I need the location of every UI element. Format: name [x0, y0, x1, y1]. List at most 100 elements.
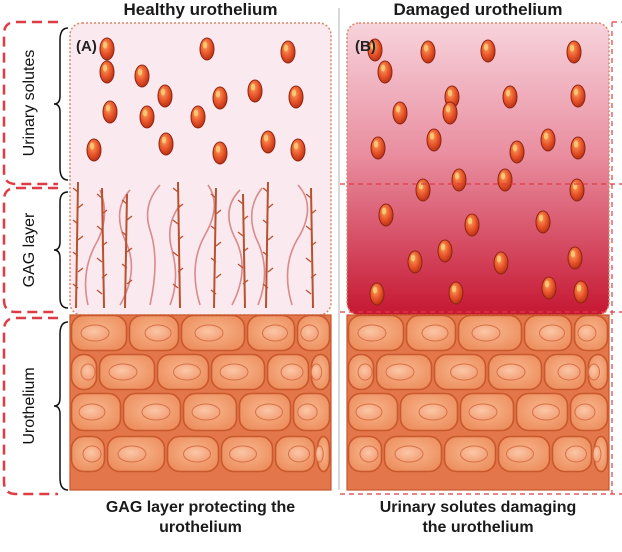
side-label-solutes: Urinary solutes [21, 49, 38, 157]
solute-particle [212, 86, 228, 110]
urothelium-cell [347, 314, 405, 352]
solute-particle [86, 138, 102, 162]
urothelium-cell [459, 392, 515, 432]
damaged-guides [340, 21, 622, 495]
solute-particle [369, 282, 385, 306]
solute-particle [190, 105, 206, 129]
solute-particle [199, 37, 215, 61]
solute-particle [367, 38, 383, 62]
urothelium-cell [296, 314, 331, 352]
curly-braces [53, 27, 69, 491]
solute-particle [464, 213, 480, 237]
urothelium-cell [70, 353, 98, 391]
solute-particle [442, 101, 458, 125]
urothelium-cell [383, 435, 443, 473]
solute-particle [212, 141, 228, 165]
gag-strand [262, 181, 274, 309]
solute-particle [497, 168, 513, 192]
solute-particle [378, 203, 394, 227]
brace-solutes [53, 27, 69, 181]
urothelium-cell [106, 435, 166, 473]
solute-particle [290, 138, 306, 162]
caption-damaged-line2: the urothelium [422, 519, 534, 536]
urothelium-cell [220, 435, 274, 473]
urothelium-cell [246, 314, 296, 352]
solutes-damaged [367, 38, 589, 306]
solute-particle [567, 246, 583, 270]
urothelium-cell [266, 353, 310, 391]
solute-particle [570, 84, 586, 108]
solutes-healthy [86, 37, 306, 165]
bracket-solutes [2, 20, 58, 186]
gag-fiber [286, 184, 309, 306]
gag-strand [172, 181, 184, 309]
brace-gag [53, 191, 69, 309]
urothelium-cell [457, 314, 523, 352]
urothelium-cell [433, 353, 487, 391]
gag-strand [72, 181, 84, 309]
caption-healthy-line1: GAG layer protecting the [105, 499, 296, 516]
solute-particle [448, 281, 464, 305]
solute-particle [569, 178, 585, 202]
damaged-lumen [346, 22, 610, 316]
gag-strand [121, 193, 133, 309]
solute-particle [407, 250, 423, 274]
urothelium-cell [573, 314, 609, 352]
urothelium-cell [569, 392, 609, 432]
solute-particle [392, 101, 408, 125]
urothelium-cell [70, 314, 128, 352]
solute-particle [139, 105, 155, 129]
urothelium-cell [347, 392, 399, 432]
urothelium-cells-healthy [69, 314, 332, 491]
urothelium-cell [347, 435, 383, 473]
solute-particle [102, 100, 118, 124]
solute-particle [99, 37, 115, 61]
solute-particle [420, 40, 436, 64]
gag-fiber [169, 204, 181, 306]
urothelium-cell [487, 353, 543, 391]
urothelium-cell [70, 435, 106, 473]
solute-particle [99, 60, 115, 84]
gag-layer [72, 181, 317, 309]
solute-particle [260, 130, 276, 154]
solute-particle [437, 239, 453, 263]
urothelium-cell [592, 435, 609, 473]
solute-particle [288, 85, 304, 109]
solute-particle [426, 128, 442, 152]
solute-particle [415, 178, 431, 202]
solute-particle [566, 40, 582, 64]
solute-particle [493, 251, 509, 275]
caption-damaged: Urinary solutes damaging the urothelium [347, 498, 609, 538]
urothelium-cell [70, 392, 122, 432]
solute-particle [451, 168, 467, 192]
gag-strand [210, 187, 222, 309]
gag-fiber [84, 189, 106, 306]
left-region-brackets [2, 20, 58, 496]
gag-fiber [146, 184, 161, 306]
caption-damaged-line1: Urinary solutes damaging [379, 499, 577, 516]
title-healthy: Healthy urothelium [123, 0, 278, 19]
gag-strand [305, 187, 317, 309]
brace-urothelium [53, 321, 69, 491]
solute-particle [158, 132, 174, 156]
side-label-urothelium: Urothelium [21, 367, 38, 445]
solute-particle [377, 60, 393, 84]
urothelium-cell [182, 392, 238, 432]
gag-fiber [118, 189, 133, 306]
urothelium-cell [128, 314, 180, 352]
side-label-gag: GAG layer [21, 212, 38, 288]
gag-strand [237, 193, 249, 309]
urothelium-cell [310, 353, 331, 391]
panel-label-b: (B) [355, 38, 376, 55]
urothelium-cell [315, 435, 331, 473]
solute-particle [370, 136, 386, 160]
urothelium-cell [166, 435, 220, 473]
solute-particle [570, 136, 586, 160]
gag-strand [96, 187, 108, 309]
urothelium-cell [551, 435, 593, 473]
solute-particle [535, 210, 551, 234]
urothelium-cell [292, 392, 331, 432]
caption-healthy-line2: urothelium [159, 519, 242, 536]
title-damaged: Damaged urothelium [393, 0, 563, 19]
